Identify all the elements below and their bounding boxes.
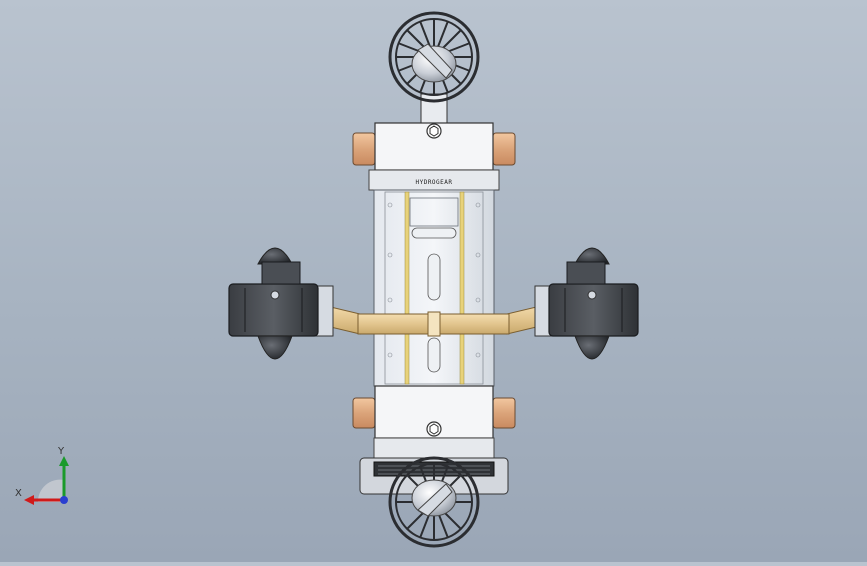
top-vertical-thruster[interactable] bbox=[388, 11, 480, 125]
top-flange-left bbox=[352, 132, 376, 166]
electronics-rail-left bbox=[404, 191, 410, 385]
right-thruster-duct bbox=[566, 261, 606, 285]
brand-label: HYDROGEAR bbox=[415, 179, 452, 186]
top-cap-nut bbox=[426, 123, 442, 139]
arm-center-clamp bbox=[427, 311, 441, 337]
tray-slot-vertical bbox=[427, 253, 441, 301]
right-thruster-bolt bbox=[587, 290, 597, 300]
y-axis-label: Y bbox=[57, 446, 65, 457]
top-end-cap[interactable]: HYDROGEAR bbox=[352, 122, 516, 191]
hex-nut-icon bbox=[429, 125, 439, 137]
triad-plane bbox=[37, 479, 64, 502]
propeller-blade bbox=[417, 43, 453, 79]
z-axis-dot bbox=[60, 496, 68, 504]
x-axis-label: X bbox=[15, 488, 22, 499]
bottom-flange-left bbox=[352, 397, 376, 429]
propeller-blade bbox=[417, 483, 453, 517]
thruster-mount bbox=[420, 93, 448, 125]
hull-inner-frame bbox=[384, 191, 484, 385]
left-thruster-bolt bbox=[270, 290, 280, 300]
right-horizontal-thruster[interactable] bbox=[534, 247, 639, 360]
left-thruster-nose-bottom bbox=[257, 335, 293, 360]
orientation-triad[interactable]: Y X bbox=[15, 446, 69, 505]
left-horizontal-thruster[interactable] bbox=[228, 247, 334, 360]
bottom-end-cap[interactable] bbox=[352, 385, 516, 461]
tray-plate-top bbox=[409, 197, 459, 227]
bottom-flange-right bbox=[492, 397, 516, 429]
tray-slot-lower bbox=[427, 337, 441, 373]
right-thruster-nose-bottom bbox=[574, 335, 610, 360]
bottom-vertical-thruster[interactable] bbox=[388, 456, 480, 548]
tray-slot-horizontal bbox=[411, 227, 457, 239]
tray-holes bbox=[387, 202, 481, 358]
thruster-duct-ring bbox=[388, 11, 480, 103]
bottom-cap-nut bbox=[426, 421, 442, 437]
left-thruster-duct bbox=[261, 261, 301, 285]
electronics-rail-right bbox=[459, 191, 465, 385]
top-flange-right bbox=[492, 132, 516, 166]
hex-nut-icon bbox=[429, 423, 439, 435]
y-axis-arrowhead bbox=[59, 456, 69, 466]
thruster-duct-ring bbox=[388, 456, 480, 548]
main-hull[interactable] bbox=[373, 189, 495, 387]
right-thruster-nose-top bbox=[574, 247, 610, 265]
x-axis-arrowhead bbox=[24, 495, 34, 505]
